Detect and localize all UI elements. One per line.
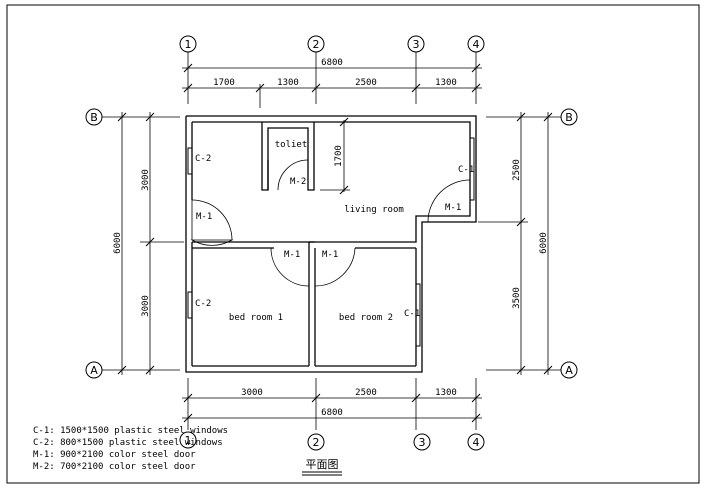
room-label-bed2: bed room 2 <box>339 313 393 323</box>
room-label-bed1: bed room 1 <box>229 313 283 323</box>
dim-top-seg-4: 1300 <box>435 78 457 88</box>
drawing-title: 平面图 <box>306 458 339 471</box>
dim-right-seg-1: 2500 <box>512 159 522 181</box>
axis-label-top-3: 3 <box>413 38 420 51</box>
tag-c2-upper: C-2 <box>195 154 211 164</box>
right-axis-bubbles: B A <box>560 108 578 379</box>
legend-line-c2: C-2: 800*1500 plastic steel windows <box>33 438 223 448</box>
axis-label-right-A: A <box>565 364 573 377</box>
window-c2-lower <box>187 291 193 319</box>
left-axis-bubbles: B A <box>85 108 103 379</box>
axis-label-bottom-2: 2 <box>313 436 320 449</box>
bottom-dimension-lines <box>182 378 482 430</box>
room-label-toilet: toliet <box>275 140 308 150</box>
dim-top-seg-3: 2500 <box>355 78 377 88</box>
drawing-frame <box>6 4 700 484</box>
dim-left-total: 6000 <box>113 232 123 254</box>
dim-right-total: 6000 <box>539 232 549 254</box>
axis-label-top-4: 4 <box>473 38 480 51</box>
axis-label-top-1: 1 <box>185 38 192 51</box>
tag-m2: M-2 <box>290 177 306 187</box>
axis-label-bottom-3: 3 <box>419 436 426 449</box>
dim-bottom-seg-2: 2500 <box>355 388 377 398</box>
axis-label-bottom-4: 4 <box>473 436 480 449</box>
dim-bottom-total: 6800 <box>321 408 343 418</box>
tag-m1-bed1: M-1 <box>284 250 300 260</box>
window-c1-lower <box>415 283 421 347</box>
dim-right-seg-2: 3500 <box>512 287 522 309</box>
tag-m1-living-left: M-1 <box>196 212 212 222</box>
axis-bubble-bottom-1 <box>179 431 197 449</box>
tag-c1-lower: C-1 <box>404 309 420 319</box>
axis-label-top-2: 2 <box>313 38 320 51</box>
axis-bubble-bottom-4 <box>467 433 485 451</box>
top-axis-bubbles: 1 2 3 4 <box>179 35 485 53</box>
dim-top-seg-2: 1300 <box>277 78 299 88</box>
axis-bubble-bottom-3 <box>413 433 431 451</box>
dim-top-seg-1: 1700 <box>213 78 235 88</box>
toilet-height-dimension <box>320 117 350 195</box>
dim-top-total: 6800 <box>321 58 343 68</box>
dim-left-seg-1: 3000 <box>141 169 151 191</box>
door-swings <box>190 159 471 287</box>
windows <box>187 137 475 347</box>
dim-bottom-seg-3: 1300 <box>435 388 457 398</box>
dim-bottom-seg-1: 3000 <box>241 388 263 398</box>
tag-m1-bed2: M-1 <box>322 250 338 260</box>
legend-line-c1: C-1: 1500*1500 plastic steel windows <box>33 426 228 436</box>
legend-line-m2: M-2: 700*2100 color steel door <box>33 462 196 472</box>
window-c2-upper <box>187 147 193 175</box>
dim-left-seg-2: 3000 <box>141 295 151 317</box>
interior-walls <box>191 122 417 367</box>
axis-label-left-A: A <box>90 364 98 377</box>
top-dimension-lines <box>182 52 482 108</box>
axis-bubble-bottom-2 <box>307 433 325 451</box>
window-c1-upper <box>469 137 475 201</box>
left-dimension-lines <box>102 112 184 375</box>
room-label-living: living room <box>344 205 404 215</box>
right-dimension-lines <box>478 112 561 375</box>
tag-m1-living-right: M-1 <box>445 203 461 213</box>
axis-label-bottom-1: 1 <box>185 434 192 447</box>
legend: C-1: 1500*1500 plastic steel windows C-2… <box>33 426 228 472</box>
bottom-axis-bubbles: 1 2 3 4 <box>179 431 485 451</box>
tag-c2-lower: C-2 <box>195 299 211 309</box>
dim-toilet-height: 1700 <box>334 145 344 167</box>
toilet-walls <box>261 122 315 191</box>
tag-c1-upper: C-1 <box>458 165 474 175</box>
axis-label-right-B: B <box>565 111 573 124</box>
legend-line-m1: M-1: 900*2100 color steel door <box>33 450 196 460</box>
exterior-walls <box>185 115 477 373</box>
axis-label-left-B: B <box>90 111 98 124</box>
